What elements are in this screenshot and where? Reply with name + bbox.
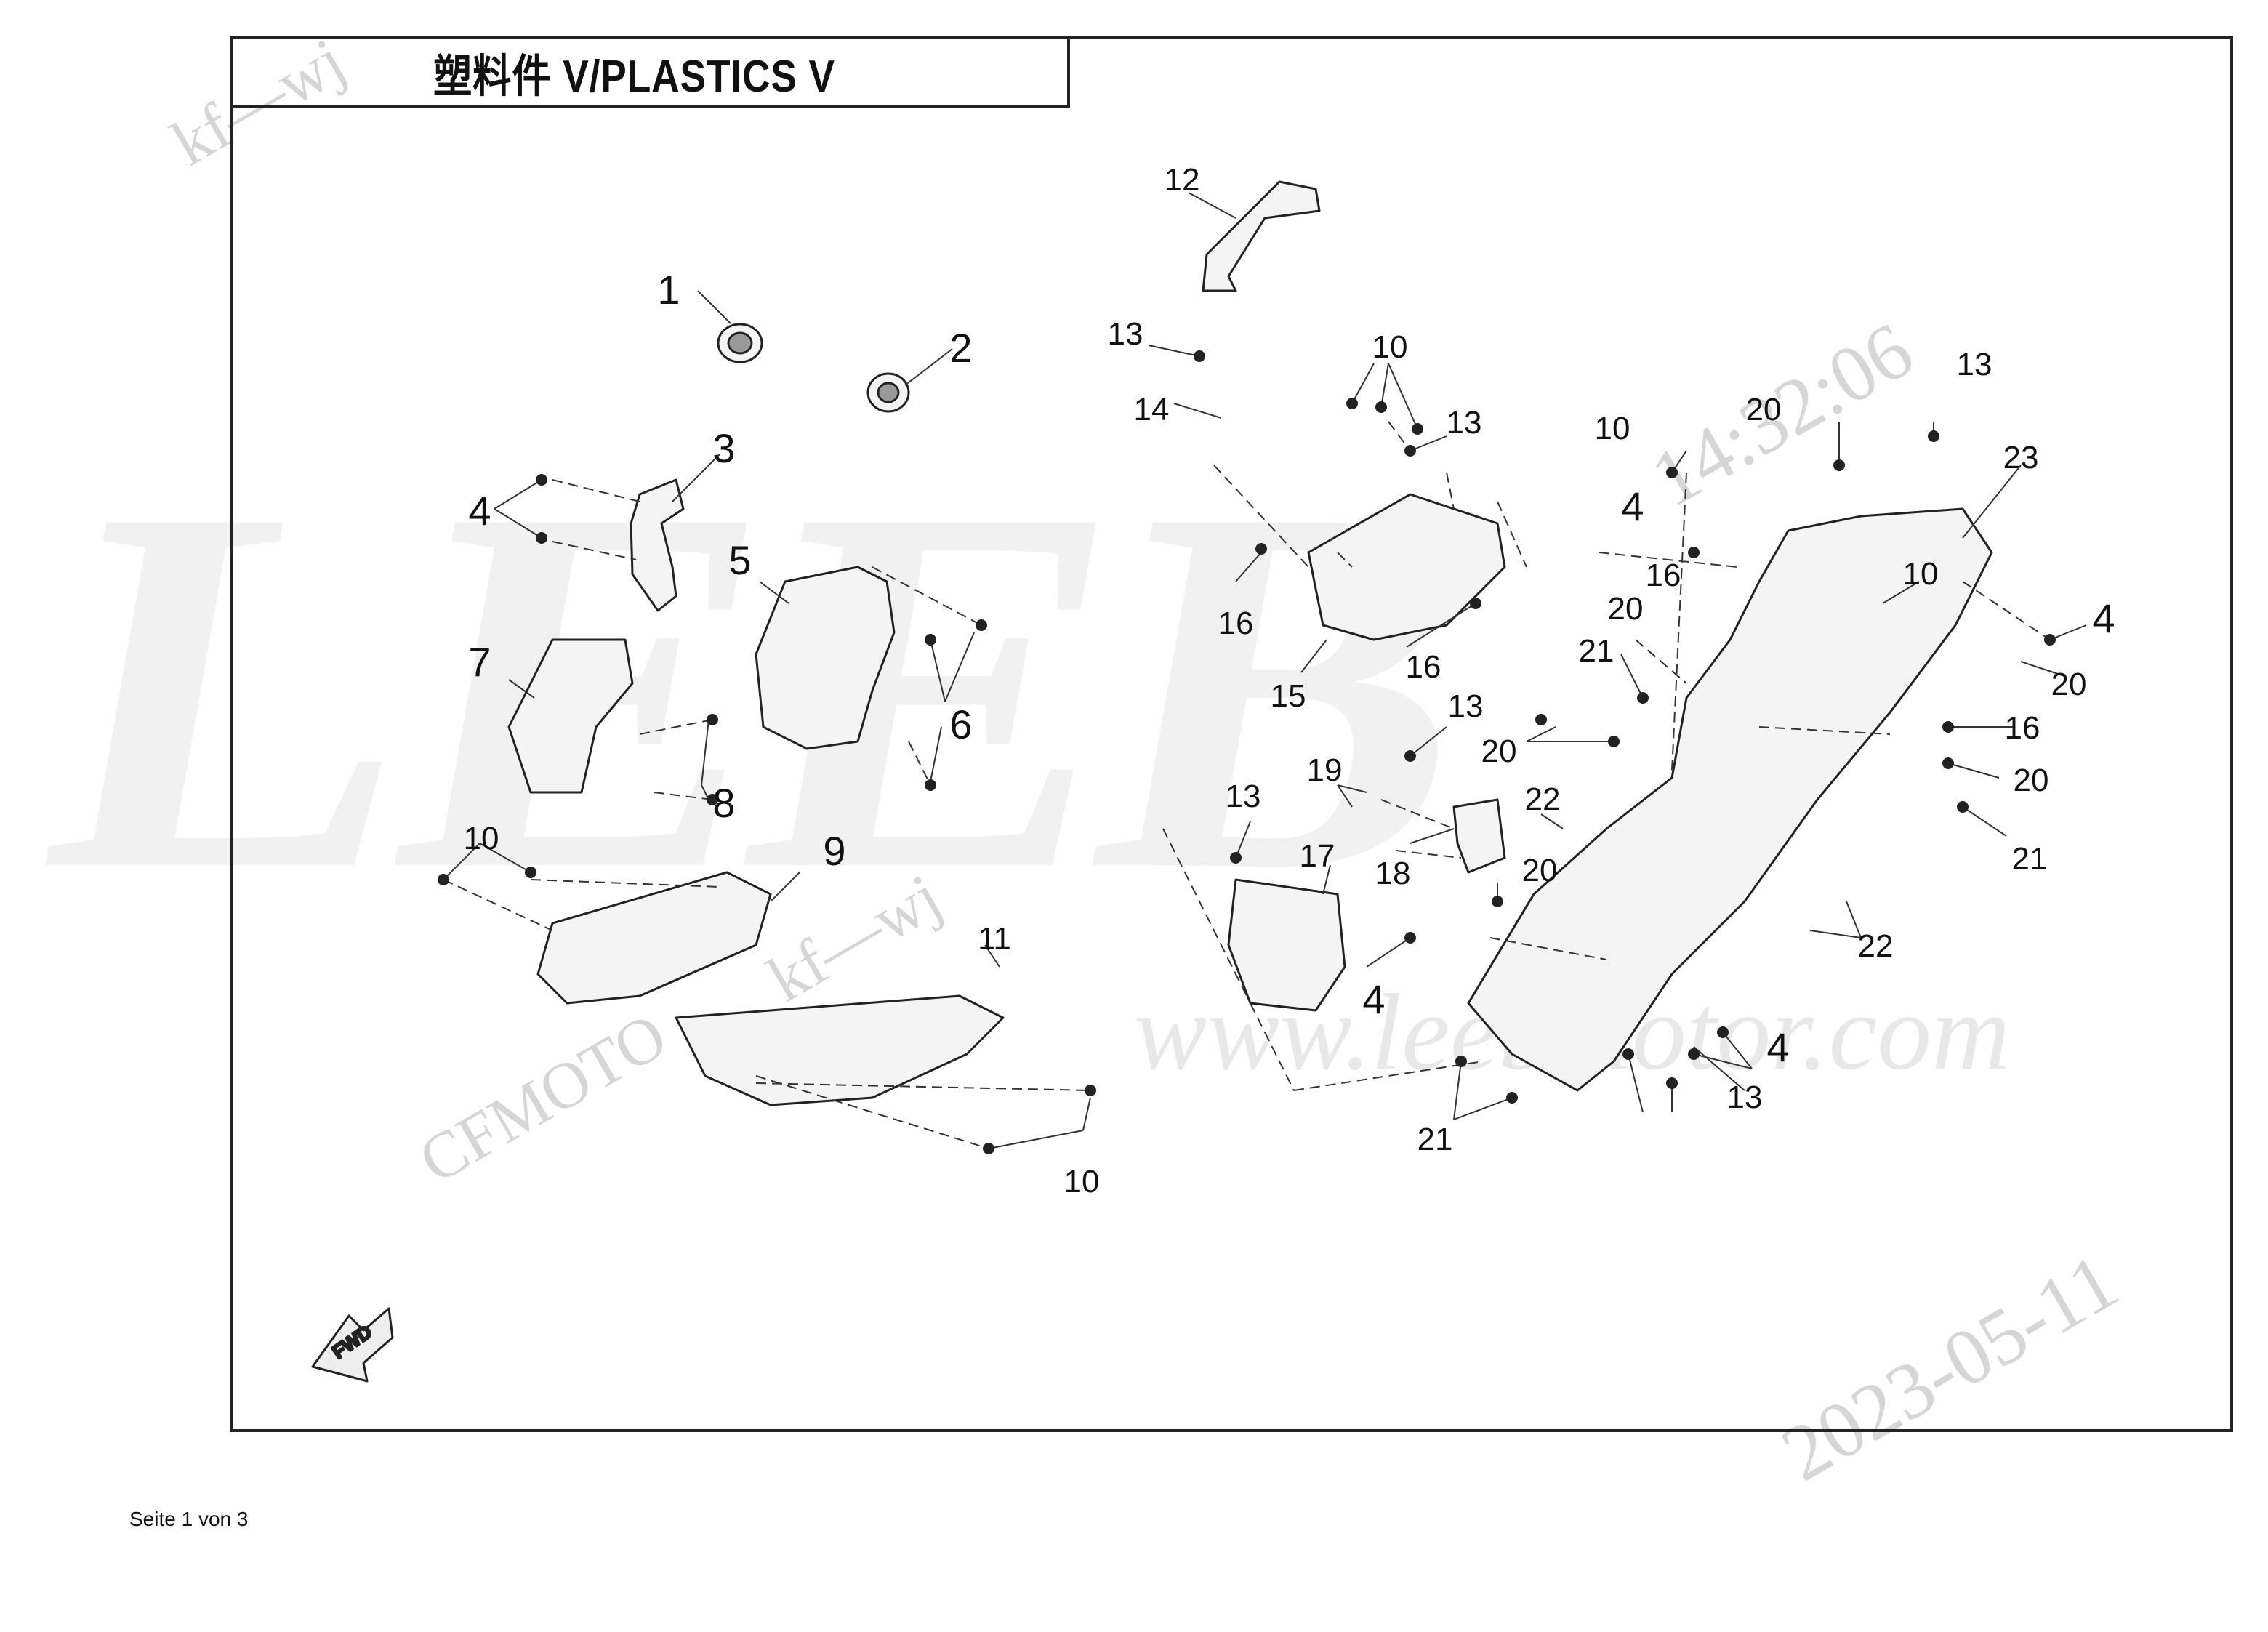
callout-number: 21 (2012, 841, 2048, 877)
callout-number: 13 (1448, 688, 1484, 724)
callout-number: 4 (1362, 976, 1385, 1022)
callout-number: 13 (1447, 405, 1482, 441)
callout-number: 15 (1271, 678, 1306, 714)
callout-number: 23 (2003, 440, 2039, 475)
part-1-grommet-drawing (717, 323, 763, 363)
part-23-rear-fender-drawing (1467, 507, 1993, 1092)
callout-number: 4 (468, 488, 491, 534)
callout-number: 6 (949, 702, 972, 747)
callout-number: 10 (464, 821, 499, 856)
callout-number: 16 (1646, 558, 1681, 593)
callout-number: 10 (1064, 1164, 1100, 1199)
part-9-side-cover-drawing (536, 871, 772, 1005)
callout-number: 21 (1579, 633, 1614, 669)
fwd-arrow-icon (311, 1307, 394, 1383)
callout-number: 7 (468, 639, 491, 685)
leader-lines (443, 192, 2087, 1149)
callout-number: 13 (1957, 347, 1992, 382)
callout-number: 17 (1300, 838, 1335, 874)
callout-number: 4 (1766, 1024, 1789, 1070)
part-18-bracket-drawing (1452, 798, 1506, 874)
callout-number: 20 (2051, 667, 2087, 702)
part-11-lower-cover-drawing (675, 994, 1005, 1106)
callout-number: 13 (1727, 1080, 1763, 1115)
callout-number: 22 (1858, 928, 1894, 964)
callout-number: 16 (1406, 649, 1441, 685)
callout-number: 1 (657, 267, 680, 313)
callout-number: 9 (823, 828, 845, 874)
callout-number: 20 (1608, 591, 1644, 627)
callout-number: 20 (1481, 733, 1517, 769)
fastener-dots (438, 350, 2056, 1154)
callout-number: 21 (1418, 1122, 1453, 1157)
callout-number: 18 (1375, 856, 1411, 891)
part-12-handle-drawing (1202, 180, 1321, 292)
callout-number: 10 (1372, 329, 1408, 365)
callout-number: 20 (1522, 853, 1558, 888)
callout-number: 2 (949, 325, 972, 371)
callout-number: 4 (2092, 595, 2115, 641)
callout-number: 10 (1595, 411, 1630, 446)
callout-number: 12 (1165, 162, 1200, 198)
part-5-cover-drawing (755, 566, 896, 750)
callout-number: 3 (712, 425, 735, 471)
part-drawings: FWD (311, 180, 1993, 1383)
callout-number: 13 (1108, 316, 1143, 352)
callout-number: 13 (1226, 779, 1261, 814)
page-footer: Seite 1 von 3 (129, 1508, 249, 1530)
callout-number: 11 (978, 921, 1011, 957)
callout-number: 16 (2005, 710, 2040, 746)
callout-number: 20 (1746, 392, 1782, 427)
part-2-grommet-drawing (866, 372, 910, 413)
part-15-tray-drawing (1307, 493, 1506, 641)
callout-labels: 1234567891011101213141013161516131918131… (464, 162, 2115, 1199)
diagram-frame (230, 36, 2233, 1432)
part-7-guard-drawing (507, 638, 634, 794)
callout-number: 4 (1621, 483, 1644, 529)
callout-number: 19 (1307, 752, 1343, 788)
part-17-plate-drawing (1227, 878, 1346, 1012)
callout-number: 10 (1903, 556, 1939, 592)
callout-number: 8 (712, 780, 735, 826)
callout-number: 14 (1134, 392, 1170, 427)
callout-number: 5 (728, 537, 751, 583)
callout-number: 22 (1525, 781, 1561, 817)
page-title: 塑料件 V/PLASTICS V (433, 52, 835, 102)
callout-number: 20 (2014, 763, 2049, 798)
diagram-title-box: 塑料件 V/PLASTICS V (230, 36, 1070, 108)
callout-number: 16 (1218, 606, 1254, 641)
